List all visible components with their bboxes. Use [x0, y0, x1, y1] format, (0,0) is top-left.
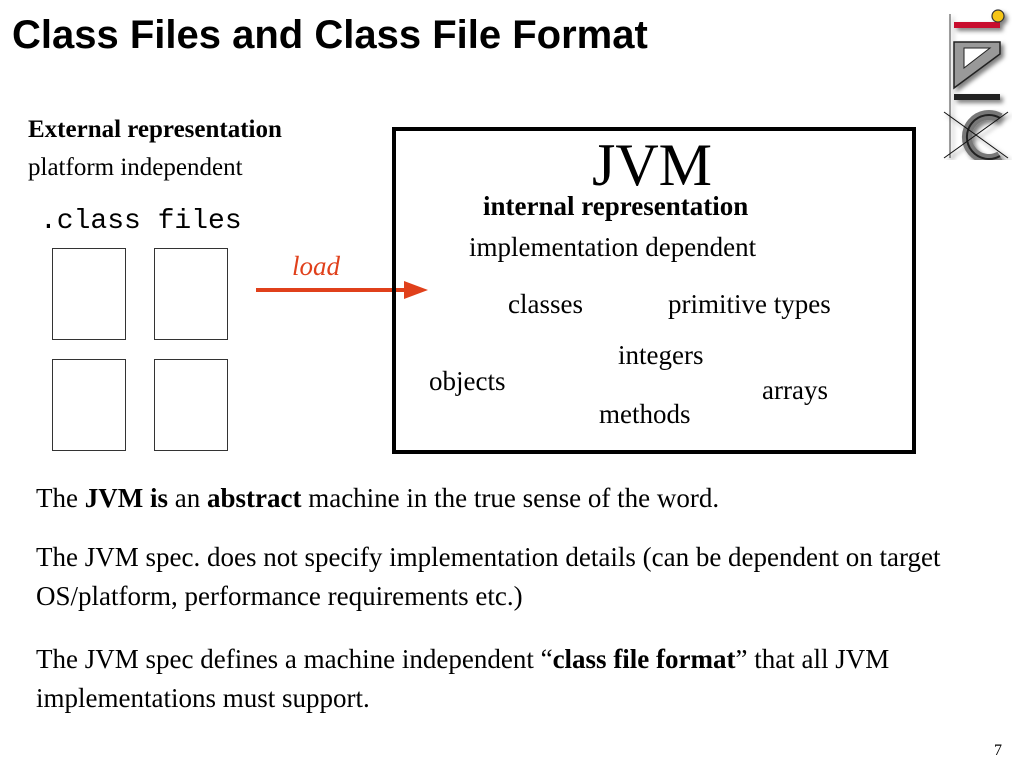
jvm-item-primitive-types: primitive types: [668, 289, 831, 319]
p1-bold-jvm-is: JVM is: [84, 483, 168, 513]
p3-text: The JVM spec defines a machine independe…: [36, 644, 553, 674]
jvm-item-objects: objects: [429, 366, 506, 396]
p1-text: The: [36, 483, 85, 513]
class-file-box: [154, 248, 228, 340]
page-number: 7: [994, 742, 1002, 759]
internal-representation-heading: internal representation: [483, 191, 749, 221]
paragraph-jvm-spec-details: The JVM spec. does not specify implement…: [36, 542, 941, 612]
jvm-item-integers: integers: [618, 340, 704, 370]
platform-independent-label: platform independent: [28, 154, 243, 181]
p3-text: ” that all JVM implementations must supp…: [36, 644, 890, 714]
load-arrow: [256, 281, 428, 299]
p3-bold-class-file-format: class file format: [552, 644, 736, 674]
jvm-item-methods: methods: [599, 399, 691, 429]
class-files-label: .class files: [40, 206, 242, 237]
class-file-box: [154, 359, 228, 451]
p1-bold-abstract: abstract: [206, 483, 302, 513]
load-label: load: [292, 251, 341, 281]
implementation-dependent-label: implementation dependent: [469, 232, 757, 262]
class-file-box: [52, 359, 126, 451]
jvm-item-arrays: arrays: [762, 375, 828, 405]
iaic-logo: [943, 9, 1009, 160]
p1-text: machine in the true sense of the word.: [301, 483, 720, 513]
class-file-box: [52, 248, 126, 340]
jvm-box: JVM internal representation implementati…: [392, 127, 916, 454]
jvm-title: JVM: [592, 132, 713, 198]
jvm-item-classes: classes: [508, 289, 583, 319]
paragraph-class-file-format: The JVM spec defines a machine independe…: [36, 640, 956, 718]
external-representation-heading: External representation: [28, 116, 282, 143]
paragraph-jvm-abstract: The JVM is an abstract machine in the tr…: [36, 479, 956, 518]
slide-title: Class Files and Class File Format: [12, 13, 648, 57]
p1-text: an: [167, 483, 207, 513]
